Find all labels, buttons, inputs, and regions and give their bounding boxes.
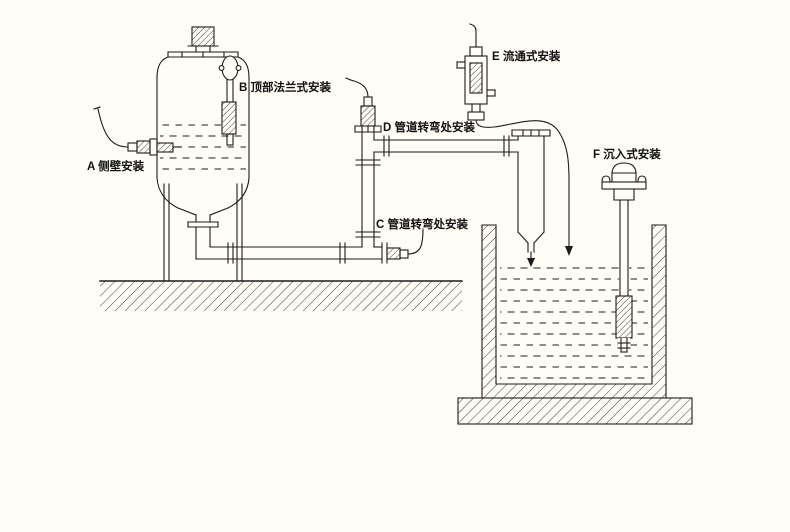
label-f: F 沉入式安装 (593, 147, 661, 161)
sensor-c-elbow (381, 228, 424, 264)
down-arrow-icon (527, 258, 535, 267)
sensor-d-elbow (345, 77, 382, 133)
piping (195, 131, 519, 264)
label-d: D 管道转弯处安装 (383, 120, 475, 134)
motor-icon (187, 26, 219, 53)
ground-hatch-left (99, 280, 463, 311)
labels: A 侧壁安装 B 顶部法兰式安装 C 管道转弯处安装 D 管道转弯处安装 E 流… (87, 49, 661, 231)
label-c: C 管道转弯处安装 (376, 217, 468, 231)
sensor-b-top-flange (218, 55, 242, 146)
down-arrow-icon (565, 246, 573, 256)
label-b: B 顶部法兰式安装 (239, 80, 331, 94)
label-e: E 流通式安装 (492, 49, 561, 63)
sensor-f-submersion (601, 162, 647, 353)
sensor-e-flow-cell (456, 23, 573, 256)
discharge-column (511, 129, 551, 267)
pit-tank (457, 224, 693, 425)
label-a: A 侧壁安装 (87, 159, 145, 173)
sensor-a-side-wall (93, 106, 182, 156)
